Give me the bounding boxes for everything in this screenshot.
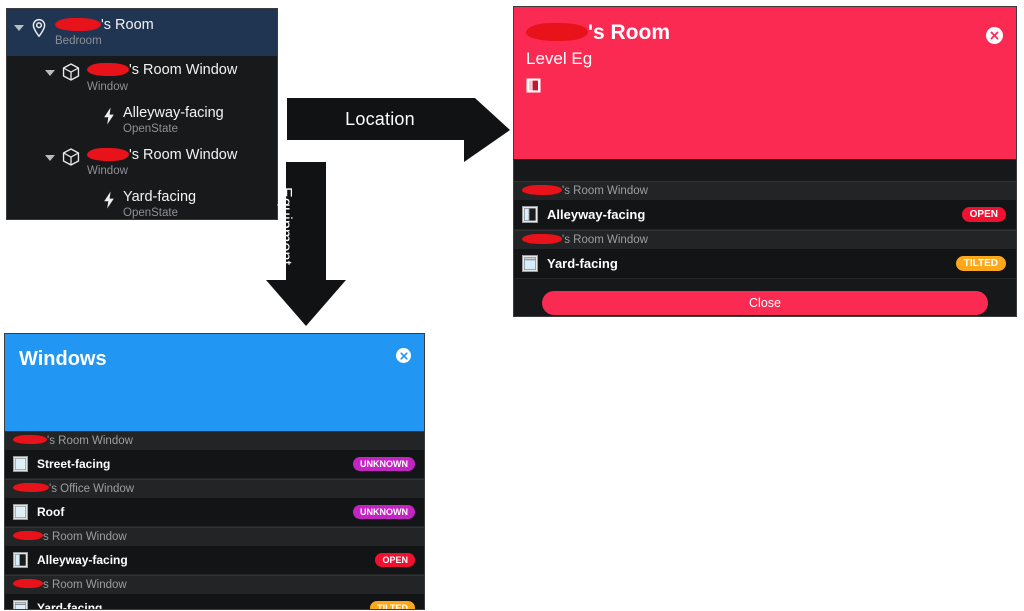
tree-row-title: Yard-facing — [123, 189, 197, 206]
list-item[interactable]: Roof UNKNOWN — [5, 498, 424, 527]
arrow-location-label: Location — [345, 108, 415, 129]
item-name: Alleyway-facing — [37, 553, 128, 567]
window-open-icon — [522, 206, 538, 223]
window-tilted-icon — [13, 600, 28, 609]
cube-icon — [62, 63, 80, 81]
tree-row-title: 's Room Window — [87, 63, 237, 78]
group-label: 's Room Window — [5, 431, 424, 450]
arrow-right-shape — [287, 88, 510, 162]
tree-row-subtitle: Window — [87, 165, 128, 178]
arrow-equipment: Equipment — [264, 162, 346, 326]
redaction-blob — [522, 233, 562, 244]
close-circle-icon[interactable] — [396, 348, 411, 363]
room-dialog-header: 's Room Level Eg — [514, 7, 1016, 159]
redaction-blob — [13, 531, 43, 541]
chevron-down-icon[interactable] — [45, 70, 55, 77]
tree-row-datapoint-2[interactable]: Yard-facing OpenState — [7, 184, 277, 220]
redaction-blob — [522, 184, 562, 195]
tree-row-subtitle: Window — [87, 80, 128, 93]
windows-list-dialog: Windows 's Room Window Street-facing UNK… — [4, 333, 425, 610]
chevron-down-icon[interactable] — [45, 154, 55, 161]
item-name: Roof — [37, 505, 65, 519]
item-name: Street-facing — [37, 457, 111, 471]
room-dialog-title: 's Room — [526, 21, 1016, 45]
close-circle-icon[interactable] — [986, 27, 1003, 44]
cube-icon — [62, 148, 80, 166]
list-item[interactable]: Street-facing UNKNOWN — [5, 450, 424, 479]
chevron-down-icon[interactable] — [14, 25, 24, 31]
windows-dialog-header: Windows — [5, 334, 424, 431]
room-dialog-list: 's Room Window Alleyway-facing OPEN 's R… — [514, 181, 1016, 279]
group-label: 's Room Window — [514, 181, 1016, 200]
tree-row-title: 's Room Window — [87, 147, 237, 163]
tree-row-subtitle: Bedroom — [55, 35, 102, 48]
list-item[interactable]: Alleyway-facing OPEN — [5, 546, 424, 575]
status-badge: OPEN — [375, 553, 415, 567]
arrow-down-shape — [266, 162, 346, 326]
list-item[interactable]: Yard-facing TILTED — [5, 594, 424, 610]
room-detail-dialog: 's Room Level Eg 's Room Window — [513, 6, 1017, 317]
window-tilted-icon — [522, 255, 538, 272]
status-badge: OPEN — [961, 207, 1006, 222]
close-x-glyph — [399, 351, 408, 360]
tree-row-title: 's Room — [55, 17, 154, 33]
list-item[interactable]: Yard-facing TILTED — [514, 249, 1016, 279]
device-tree-panel: 's Room Bedroom 's Room Window Window Al… — [6, 8, 278, 220]
redaction-blob — [13, 579, 43, 589]
redaction-blob — [526, 23, 588, 42]
status-badge: UNKNOWN — [353, 505, 415, 519]
location-pin-icon — [32, 18, 46, 38]
item-name: Yard-facing — [37, 601, 103, 610]
redaction-blob — [55, 17, 101, 31]
group-label: 's Office Window — [5, 479, 424, 498]
redaction-blob — [87, 62, 129, 76]
lightning-bolt-icon — [104, 107, 114, 125]
redaction-blob — [13, 435, 47, 445]
status-badge: TILTED — [370, 601, 415, 609]
tree-row-device-2[interactable]: 's Room Window Window — [7, 141, 277, 184]
close-x-glyph — [990, 31, 999, 40]
arrow-location: Location — [287, 88, 510, 162]
group-label: 's Room Window — [514, 230, 1016, 249]
window-open-icon — [526, 78, 541, 93]
window-open-icon — [13, 552, 28, 568]
tree-row-subtitle: OpenState — [123, 122, 178, 135]
tree-row-subtitle: OpenState — [123, 207, 178, 220]
windows-dialog-list: 's Room Window Street-facing UNKNOWN 's … — [5, 431, 424, 610]
lightning-bolt-icon — [104, 191, 114, 209]
group-label: s Room Window — [5, 527, 424, 546]
room-dialog-subtitle: Level Eg — [526, 49, 593, 68]
close-button[interactable]: Close — [542, 291, 988, 315]
tree-row-title: Alleyway-facing — [123, 104, 224, 121]
arrow-equipment-label: Equipment — [277, 186, 294, 266]
item-name: Yard-facing — [547, 256, 618, 271]
windows-dialog-title: Windows — [19, 348, 107, 370]
status-badge: UNKNOWN — [353, 457, 415, 471]
redaction-blob — [87, 147, 129, 161]
group-label: s Room Window — [5, 575, 424, 594]
header-list-gap — [514, 159, 1016, 181]
list-item[interactable]: Alleyway-facing OPEN — [514, 200, 1016, 230]
redaction-blob — [13, 483, 49, 493]
tree-row-datapoint-1[interactable]: Alleyway-facing OpenState — [7, 100, 277, 141]
window-closed-icon — [13, 456, 28, 472]
tree-row-location[interactable]: 's Room Bedroom — [7, 9, 277, 57]
window-closed-icon — [13, 504, 28, 520]
item-name: Alleyway-facing — [547, 207, 646, 222]
status-badge: TILTED — [955, 256, 1006, 271]
tree-row-device-1[interactable]: 's Room Window Window — [7, 56, 277, 99]
